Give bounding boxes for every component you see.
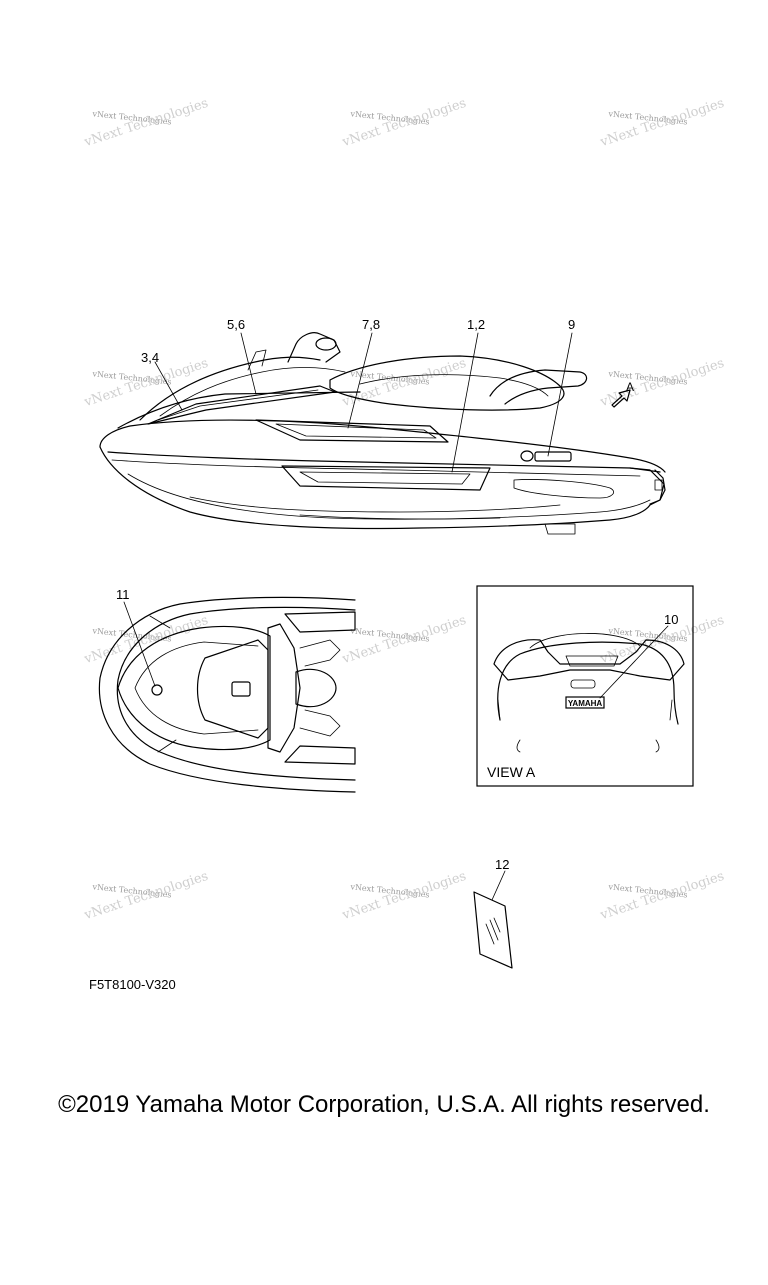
grab-handle bbox=[489, 369, 588, 405]
badge-text: YAMAHA bbox=[568, 699, 603, 708]
top-footwell bbox=[284, 745, 356, 765]
bow-deck bbox=[117, 391, 361, 429]
watermark: vNext Technologies vNext Technologies bbox=[340, 869, 468, 923]
leader-line bbox=[240, 332, 257, 395]
watermark: vNext Technologies vNext Technologies bbox=[340, 96, 468, 150]
view-a-vent bbox=[565, 655, 619, 667]
hood-decal-area bbox=[147, 385, 336, 425]
view-a-grab-handle bbox=[493, 639, 685, 681]
deck-decal-panel bbox=[255, 419, 449, 443]
view-a-arrow: A bbox=[611, 380, 634, 408]
callout-number: 7,8 bbox=[362, 317, 380, 332]
watermark-text: vNext Technologies bbox=[598, 869, 726, 923]
top-handlebar bbox=[299, 639, 341, 737]
leader-line bbox=[599, 625, 669, 699]
leader-line bbox=[347, 332, 373, 429]
view-a-tail bbox=[570, 679, 596, 689]
leader-line bbox=[491, 870, 506, 901]
copyright-notice: ©2019 Yamaha Motor Corporation, U.S.A. A… bbox=[58, 1091, 710, 1118]
watercraft-side-view bbox=[99, 332, 666, 535]
label-sheet bbox=[473, 891, 513, 969]
top-deck-bow bbox=[117, 625, 271, 751]
seat bbox=[329, 355, 565, 411]
view-a-caption: VIEW A bbox=[487, 764, 536, 780]
callout-number: 11 bbox=[116, 587, 130, 602]
watermark-text: vNext Technologies bbox=[598, 96, 726, 150]
top-footwell bbox=[284, 611, 356, 633]
rub-rail-lower bbox=[111, 459, 641, 477]
view-a-seat bbox=[529, 633, 641, 649]
side-decal-stripe bbox=[299, 471, 471, 485]
fuel-cap-label bbox=[151, 684, 163, 696]
top-hatch bbox=[231, 681, 251, 697]
diagram-code: F5T8100-V320 bbox=[89, 977, 176, 992]
watermark: vNext Technologies vNext Technologies bbox=[82, 613, 210, 667]
seat-seam bbox=[359, 374, 549, 397]
watercraft-top-view bbox=[98, 596, 356, 793]
hull-strake bbox=[299, 514, 501, 520]
view-a-side-line bbox=[497, 699, 673, 753]
callout-number: 9 bbox=[568, 317, 575, 332]
view-a-badge bbox=[565, 696, 605, 709]
watermark-text: vNext Technologies bbox=[82, 96, 210, 150]
watermark-text: vNext Technologies bbox=[340, 613, 468, 667]
handlebar-grip bbox=[315, 337, 337, 351]
leader-line bbox=[547, 332, 573, 457]
callout-number: 1,2 bbox=[467, 317, 485, 332]
watermark: vNext Technologies vNext Technologies bbox=[82, 869, 210, 923]
hull-strake bbox=[189, 496, 561, 513]
watermark-text: vNext Technologies bbox=[340, 869, 468, 923]
hull-outline bbox=[99, 446, 666, 530]
callout-number: 3,4 bbox=[141, 350, 159, 365]
watermark-text: vNext Technologies bbox=[340, 96, 468, 150]
hull-chine bbox=[127, 473, 651, 520]
leader-line bbox=[154, 361, 183, 411]
top-steering bbox=[295, 668, 337, 708]
watermark: vNext Technologies vNext Technologies bbox=[598, 869, 726, 923]
watermark: vNext Technologies vNext Technologies bbox=[598, 356, 726, 410]
hood-line bbox=[159, 367, 346, 417]
watermark: vNext Technologies vNext Technologies bbox=[340, 613, 468, 667]
label-sheet-mark bbox=[485, 917, 501, 945]
top-console bbox=[267, 623, 301, 753]
logo-badge bbox=[534, 451, 572, 462]
stern-light bbox=[654, 479, 663, 491]
side-decal-panel bbox=[281, 465, 491, 491]
watermark: vNext Technologies vNext Technologies bbox=[82, 96, 210, 150]
view-arrow-label: A bbox=[626, 380, 634, 394]
hull-intake bbox=[544, 523, 576, 535]
leader-line bbox=[451, 332, 479, 473]
watermark-text: vNext Technologies bbox=[82, 869, 210, 923]
watermark: vNext Technologies vNext Technologies bbox=[598, 96, 726, 150]
hood bbox=[139, 356, 321, 421]
part-12-label-sheet: 12 bbox=[473, 857, 513, 969]
callout-number: 5,6 bbox=[227, 317, 245, 332]
top-outer-hull bbox=[98, 596, 356, 793]
rub-rail bbox=[107, 451, 661, 473]
watermark-text: vNext Technologies bbox=[598, 356, 726, 410]
top-deck-line bbox=[134, 641, 259, 735]
side-vent bbox=[513, 479, 614, 499]
callout-number: 10 bbox=[664, 612, 678, 627]
stern bbox=[629, 467, 665, 505]
callout-leaders-side bbox=[154, 332, 573, 473]
logo-emblem bbox=[520, 450, 534, 462]
watermark-text: vNext Technologies bbox=[82, 613, 210, 667]
watermark-group: vNext Technologies vNext Technologies vN… bbox=[82, 96, 726, 923]
view-a-frame bbox=[476, 585, 694, 787]
mirror bbox=[247, 349, 267, 371]
arrow-icon bbox=[611, 389, 631, 408]
view-a-stern bbox=[497, 641, 679, 725]
leader-line bbox=[123, 601, 156, 687]
deck-decal-stripe bbox=[275, 423, 437, 439]
top-gunwale bbox=[116, 606, 356, 781]
hood-decal-stripe bbox=[157, 389, 319, 421]
view-a-panel: YAMAHA 10 VIEW A bbox=[476, 585, 694, 787]
callout-number: 12 bbox=[495, 857, 509, 872]
top-hood bbox=[196, 639, 269, 739]
